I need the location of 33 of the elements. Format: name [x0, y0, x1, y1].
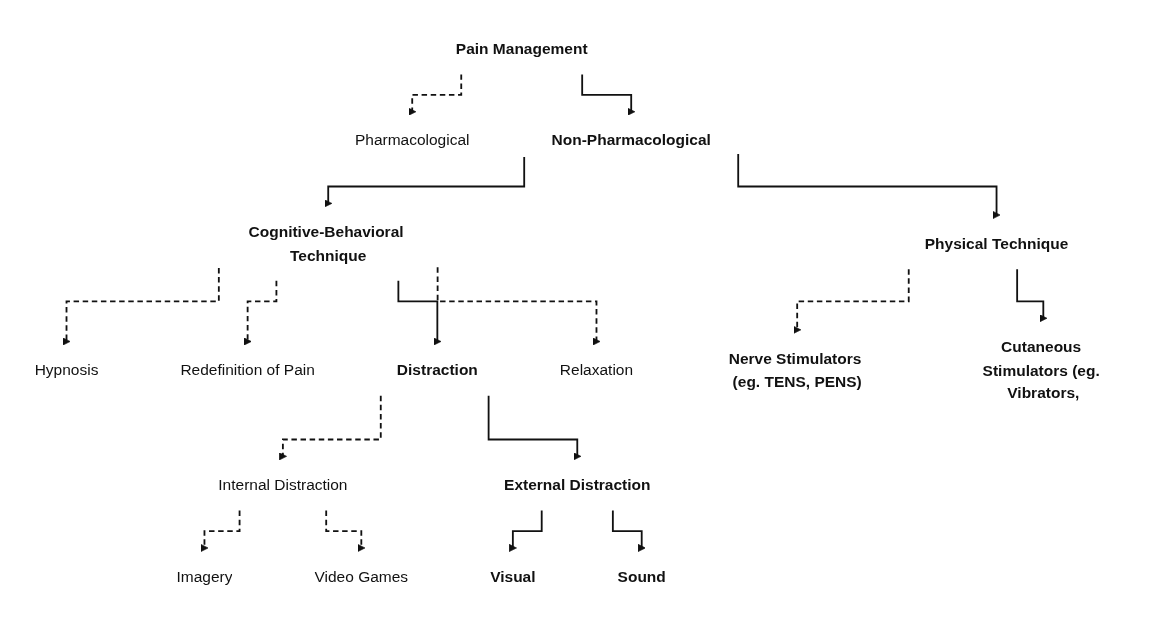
- arrow: [324, 156, 526, 208]
- arrow: [62, 267, 220, 346]
- arrow: [1016, 268, 1048, 323]
- node-text: Sound: [617, 568, 666, 586]
- node-text: Video Games: [314, 568, 409, 586]
- arrow: [325, 509, 366, 552]
- arrow: [581, 73, 636, 116]
- arrow: [200, 509, 241, 552]
- arrow: [397, 279, 442, 346]
- arrow: [408, 73, 463, 116]
- node-text: Pharmacological: [354, 131, 470, 150]
- arrow: [793, 268, 910, 334]
- node-text: Nerve Stimulators (eg. TENS, PENS): [728, 349, 862, 391]
- node-text: Visual: [490, 568, 536, 586]
- node-text: Internal Distraction: [218, 476, 348, 494]
- arrow: [436, 266, 601, 346]
- arrow: [737, 153, 1001, 219]
- node-text: Distraction: [396, 361, 478, 379]
- node-text: Redefinition of Pain: [180, 361, 315, 379]
- node-text: Cutaneous Stimulators (eg. Vibrators,: [982, 338, 1100, 403]
- node-text: Imagery: [176, 568, 233, 586]
- node-text: Cognitive-Behavioral Technique: [248, 223, 404, 264]
- node-text: Relaxation: [559, 361, 634, 379]
- node-text: External Distraction: [504, 476, 651, 494]
- arrow: [487, 394, 582, 461]
- node-text: Non-Pharmacological: [551, 131, 711, 150]
- node-text: Hypnosis: [34, 361, 99, 379]
- arrow: [611, 509, 646, 552]
- arrow: [508, 509, 543, 552]
- arrow: [278, 394, 382, 461]
- arrow: [243, 279, 278, 346]
- node-text: Pain Management: [455, 40, 588, 58]
- node-text: Physical Technique: [924, 235, 1069, 253]
